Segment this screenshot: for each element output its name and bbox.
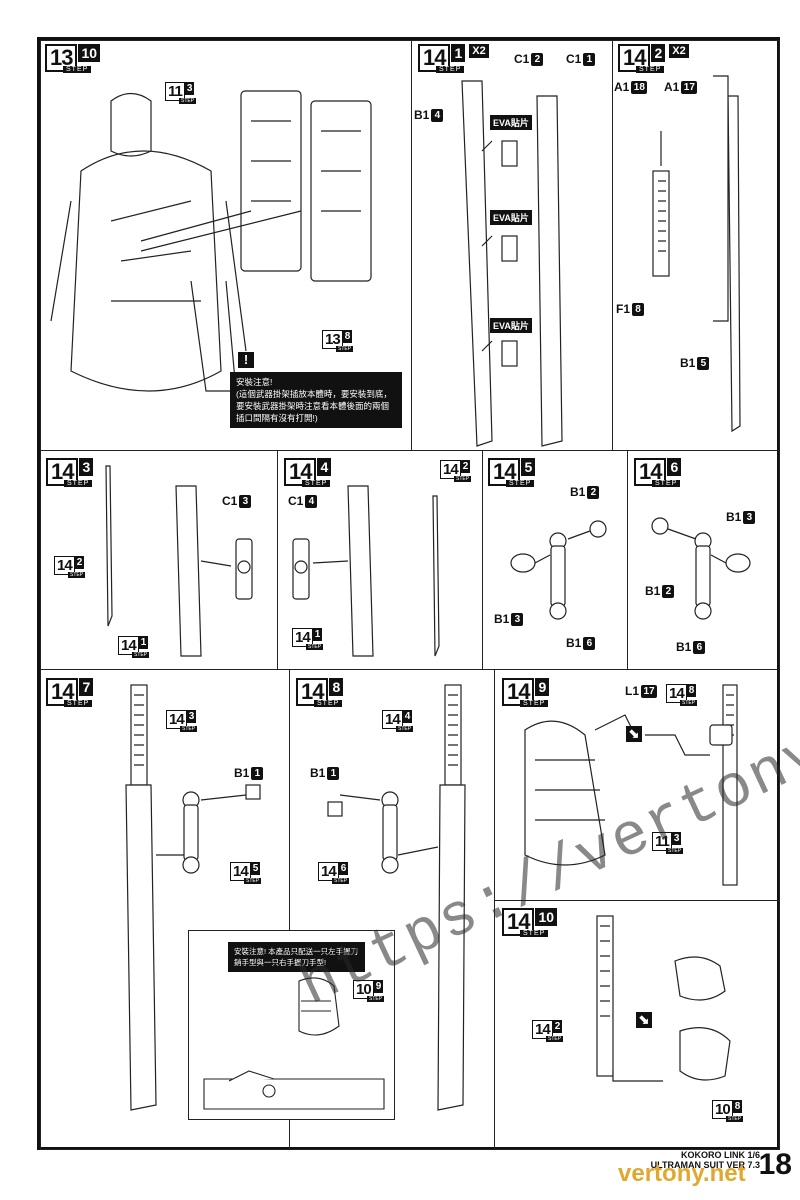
panel-step-14-2	[612, 40, 780, 451]
eva-sticker-label-2: EVA貼片	[490, 210, 532, 225]
step-14-9-label: 14 9 STEP	[502, 678, 550, 707]
step-14-2-label: 14 2 X2 STEP	[618, 44, 689, 73]
step-14-1-label: 14 1 X2 STEP	[418, 44, 489, 73]
hand-grip-sword-illustration	[596, 915, 731, 1082]
step-14-8-label: 14 8 STEP	[296, 678, 344, 707]
hanger-arm-left-illustration	[651, 517, 751, 620]
step-14-7-label: 14 7 STEP	[46, 678, 94, 707]
hand-grip-note: 安裝注意! 本產品只配送一只左手握刀 銷手型與一只右手握刀手型!	[228, 942, 365, 972]
ref-step-14-2-b: 14 2 STEP	[440, 460, 472, 482]
sword-sheath-illustration	[461, 80, 563, 447]
ref-step-14-5: 14 5 STEP	[230, 862, 262, 884]
sword-attach-to-back-illustration	[524, 684, 738, 886]
step-14-4-label: 14 4 STEP	[284, 458, 332, 487]
figure-back-weapon-rack-illustration	[50, 90, 372, 392]
zoom-detail-icon: ⬊	[626, 726, 642, 742]
panel-step-14-9	[494, 669, 780, 901]
ref-step-14-1-b: 14 1 STEP	[292, 628, 324, 650]
zoom-detail-icon-2: ⬊	[636, 1012, 652, 1028]
step-14-6-label: 14 6 STEP	[634, 458, 682, 487]
step-14-5-label: 14 5 STEP	[488, 458, 536, 487]
sword-with-hanger-left-illustration	[327, 684, 466, 1111]
ref-step-11-3: 11 3 STEP	[165, 82, 197, 104]
sword-with-hanger-right-illustration	[125, 684, 261, 1111]
ref-step-14-2-c: 14 2 STEP	[532, 1020, 564, 1042]
ref-step-10-9: 10 9 STEP	[353, 980, 385, 1002]
panel-step-14-6	[627, 450, 780, 670]
sheath-clip-c1-3-illustration	[105, 465, 253, 657]
ref-step-13-8: 13 8 STEP	[322, 330, 354, 352]
page-number: 18	[758, 1148, 792, 1181]
ref-step-14-6: 14 6 STEP	[318, 862, 350, 884]
ref-step-14-1: 14 1 STEP	[118, 636, 150, 658]
ref-step-14-3: 14 3 STEP	[166, 710, 198, 732]
step-14-10-label: 14 10 STEP	[502, 908, 558, 937]
eva-sticker-label-3: EVA貼片	[490, 318, 532, 333]
footer-product-info: KOKORO LINK 1/6 ULTRAMAN SUIT VER 7.3	[650, 1150, 760, 1170]
hand-grip-illustration	[203, 977, 385, 1110]
sheath-clip-c1-4-illustration	[292, 485, 440, 657]
warning-note: 安裝注意! (這個武器掛架插放本體時，要安裝到底， 要安裝武器掛架時注意看本體後…	[230, 372, 402, 428]
warning-icon: !	[238, 352, 254, 368]
panel-step-14-3	[40, 450, 278, 670]
panel-step-14-10	[494, 900, 780, 1150]
ref-step-14-2: 14 2 STEP	[54, 556, 86, 578]
ref-step-14-4: 14 4 STEP	[382, 710, 414, 732]
ref-step-14-8: 14 8 STEP	[666, 684, 698, 706]
step-13-10-label: 13 10 STEP	[45, 44, 101, 73]
blade-assembly-illustration	[652, 75, 741, 433]
panel-step-14-4	[277, 450, 483, 670]
watermark-site: vertony.net	[618, 1160, 746, 1187]
panel-step-14-1	[411, 40, 613, 451]
ref-step-10-8: 10 8 STEP	[712, 1100, 744, 1122]
eva-sticker-label-1: EVA貼片	[490, 115, 532, 130]
hanger-arm-right-illustration	[510, 520, 607, 620]
ref-step-11-3-b: 11 3 STEP	[652, 832, 684, 854]
step-14-3-label: 14 3 STEP	[46, 458, 94, 487]
